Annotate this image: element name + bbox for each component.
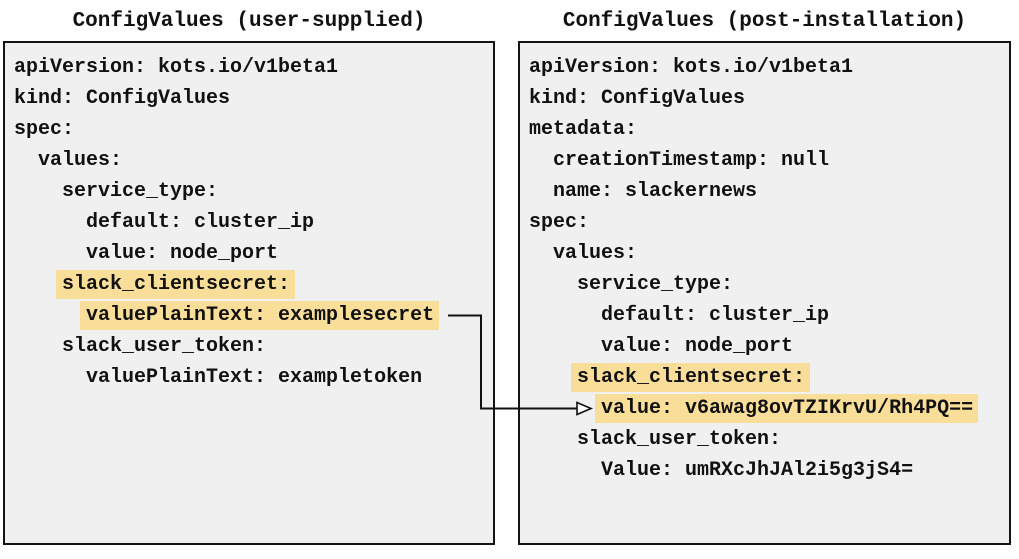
yaml-line: default: cluster_ip (529, 300, 1005, 331)
yaml-line: metadata: (529, 114, 1005, 145)
yaml-text: metadata: (529, 118, 638, 141)
indent (529, 366, 577, 389)
yaml-line: spec: (14, 114, 489, 145)
yaml-line: valuePlainText: exampletoken (14, 362, 489, 393)
yaml-text: spec: (14, 118, 75, 141)
yaml-line: spec: (529, 207, 1005, 238)
yaml-text: apiVersion: kots.io/v1beta1 (14, 56, 339, 79)
yaml-text: spec: (529, 211, 590, 234)
yaml-text: slack_user_token: (577, 428, 782, 451)
highlighted-text: valuePlainText: examplesecret (80, 301, 440, 330)
indent (529, 335, 601, 358)
indent (529, 149, 553, 172)
yaml-text: values: (553, 242, 638, 265)
yaml-text: service_type: (62, 180, 219, 203)
yaml-line: Value: umRXcJhJAl2i5g3jS4= (529, 455, 1005, 486)
yaml-text: default: cluster_ip (86, 211, 315, 234)
yaml-line: creationTimestamp: null (529, 145, 1005, 176)
code-box-user-supplied: apiVersion: kots.io/v1beta1 kind: Config… (3, 41, 495, 545)
yaml-line: kind: ConfigValues (529, 83, 1005, 114)
yaml-text: default: cluster_ip (601, 304, 830, 327)
yaml-line: value: node_port (14, 238, 489, 269)
yaml-line: values: (529, 238, 1005, 269)
yaml-line: service_type: (14, 176, 489, 207)
indent (529, 180, 553, 203)
yaml-line: value: node_port (529, 331, 1005, 362)
yaml-text: name: slackernews (553, 180, 758, 203)
indent (14, 335, 62, 358)
yaml-line: service_type: (529, 269, 1005, 300)
yaml-line: apiVersion: kots.io/v1beta1 (529, 52, 1005, 83)
yaml-text: Value: umRXcJhJAl2i5g3jS4= (601, 459, 914, 482)
indent (529, 397, 601, 420)
yaml-text: value: node_port (86, 242, 279, 265)
yaml-line: kind: ConfigValues (14, 83, 489, 114)
indent (529, 459, 601, 482)
yaml-text: creationTimestamp: null (553, 149, 830, 172)
indent (14, 180, 62, 203)
indent (14, 211, 86, 234)
yaml-text: kind: ConfigValues (529, 87, 746, 110)
indent (529, 273, 577, 296)
yaml-text: kind: ConfigValues (14, 87, 231, 110)
yaml-line: slack_user_token: (529, 424, 1005, 455)
indent (529, 304, 601, 327)
yaml-line: default: cluster_ip (14, 207, 489, 238)
yaml-text: valuePlainText: exampletoken (86, 366, 423, 389)
indent (529, 242, 553, 265)
panel-title-user-supplied: ConfigValues (user-supplied) (72, 10, 426, 33)
code-box-post-installation: apiVersion: kots.io/v1beta1 kind: Config… (518, 41, 1011, 545)
yaml-line-highlighted: value: v6awag8ovTZIKrvU/Rh4PQ== (529, 393, 1005, 424)
indent (14, 149, 38, 172)
yaml-line-highlighted: slack_clientsecret: (529, 362, 1005, 393)
yaml-text: service_type: (577, 273, 734, 296)
yaml-line-highlighted: slack_clientsecret: (14, 269, 489, 300)
indent (14, 273, 62, 296)
panel-title-post-installation: ConfigValues (post-installation) (562, 10, 967, 33)
yaml-line: apiVersion: kots.io/v1beta1 (14, 52, 489, 83)
indent (529, 428, 577, 451)
yaml-text: values: (38, 149, 123, 172)
yaml-line-highlighted: valuePlainText: examplesecret (14, 300, 489, 331)
indent (14, 366, 86, 389)
yaml-text: value: node_port (601, 335, 794, 358)
yaml-line: name: slackernews (529, 176, 1005, 207)
highlighted-text: value: v6awag8ovTZIKrvU/Rh4PQ== (595, 394, 979, 423)
highlighted-text: slack_clientsecret: (56, 270, 296, 299)
yaml-line: values: (14, 145, 489, 176)
yaml-text: apiVersion: kots.io/v1beta1 (529, 56, 854, 79)
indent (14, 304, 86, 327)
indent (14, 242, 86, 265)
yaml-text: slack_user_token: (62, 335, 267, 358)
highlighted-text: slack_clientsecret: (571, 363, 811, 392)
yaml-line: slack_user_token: (14, 331, 489, 362)
